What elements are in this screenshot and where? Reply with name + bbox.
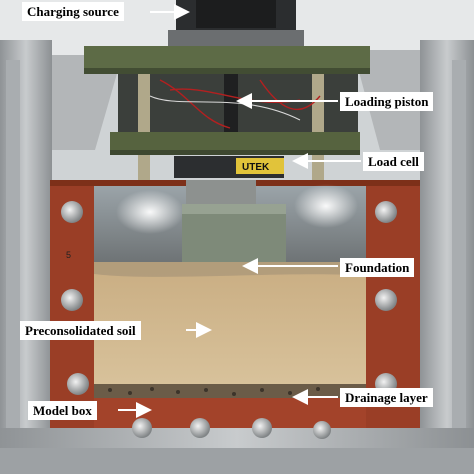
label-loading-piston: Loading piston: [340, 92, 434, 111]
label-preconsolidated-soil: Preconsolidated soil: [20, 321, 141, 340]
label-drainage-layer: Drainage layer: [340, 388, 433, 407]
label-load-cell: Load cell: [363, 152, 424, 171]
drainage-gravel: [94, 384, 366, 398]
label-foundation: Foundation: [340, 258, 415, 277]
guide-rod-right: [312, 74, 324, 184]
bottom-bolts: [132, 418, 331, 439]
side-bolts: [61, 201, 397, 395]
label-model-box: Model box: [28, 401, 97, 420]
left-panel-number: 5: [66, 250, 71, 260]
loading-piston-rod: [224, 74, 238, 136]
load-cell-brand: UTEK: [242, 162, 270, 173]
top-plate: [84, 46, 370, 72]
label-charging-source: Charging source: [22, 2, 124, 21]
middle-plate: [110, 132, 360, 154]
guide-rod-left: [138, 74, 150, 184]
